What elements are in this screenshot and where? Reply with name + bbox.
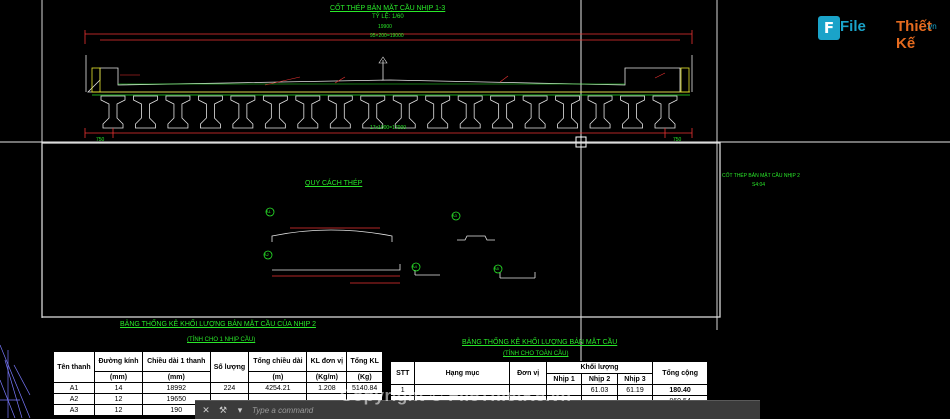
girder-group: [100, 95, 678, 129]
table-right-title: BẢNG THỐNG KÊ KHỐI LƯỢNG BẢN MẶT CẦU: [462, 339, 618, 346]
cell: 61.19: [616, 384, 654, 396]
side-title: CỐT THÉP BẢN MẶT CẦU NHỊP 2: [722, 173, 800, 179]
cell: 61.03: [581, 384, 618, 396]
col-header: Nhịp 2: [581, 373, 618, 385]
table-right-subtitle: (TÍNH CHO TOÀN CẦU): [503, 351, 569, 357]
girder-section: [652, 95, 678, 129]
col-header: KL đơn vị: [306, 351, 348, 372]
col-header: Tổng KL: [346, 351, 383, 372]
unit-cell: (Kg/m): [306, 371, 348, 383]
unit-cell: (m): [248, 371, 308, 383]
logo-suffix: .vn: [926, 22, 937, 31]
col-header: Đường kính: [94, 351, 143, 372]
drawing-scale: TỶ LỆ: 1/60: [372, 14, 404, 20]
cell: A2: [53, 393, 95, 405]
command-bar[interactable]: ✕ ⚒ ▾ Type a command: [195, 400, 760, 419]
table-row: A1 14 18992 224 4254.21 1.208 5140.84: [53, 382, 383, 394]
unit-cell: (Kg): [346, 371, 383, 383]
wrench-icon[interactable]: ⚒: [218, 405, 228, 415]
girder-section: [230, 95, 256, 129]
rebar-callouts: [263, 207, 503, 274]
logo-text-part1: File: [840, 18, 866, 35]
col-header: Khối lượng: [545, 361, 654, 374]
cell: 180.40: [652, 384, 708, 396]
girder-section: [522, 95, 548, 129]
girder-section: [327, 95, 353, 129]
drawing-title: CỐT THÉP BẢN MẶT CẦU NHỊP 1-3: [330, 5, 446, 12]
girder-section: [262, 95, 288, 129]
cell: A3: [53, 404, 95, 416]
girder-section: [425, 95, 451, 129]
girder-section: [198, 95, 223, 129]
chevron-down-icon[interactable]: ▾: [237, 405, 243, 415]
girder-section: [555, 95, 580, 129]
truss-fragment: [0, 344, 31, 418]
col-header: Đơn vị: [509, 361, 547, 385]
table-left-header-row: Tên thanh Đường kính Chiều dài 1 thanh S…: [53, 351, 383, 383]
col-header: STT: [389, 361, 416, 385]
rebar-label: A4: [412, 264, 417, 269]
cell: 224: [209, 382, 250, 394]
col-header: Tổng cộng: [652, 361, 708, 385]
dim-total: 19900: [378, 24, 392, 30]
col-header: Số lượng: [209, 351, 250, 383]
girder-section: [360, 95, 386, 129]
table-left-subtitle: (TÍNH CHO 1 NHỊP CẦU): [187, 337, 256, 343]
watermark-text: Copyright © FileThietKe.vn: [340, 386, 572, 405]
girder-section: [295, 95, 321, 129]
girder-section: [457, 95, 483, 129]
site-logo: F File Thiết Kế .vn: [818, 10, 937, 52]
girder-section: [620, 95, 645, 129]
command-input[interactable]: Type a command: [252, 405, 314, 415]
cell: 12: [94, 404, 143, 416]
unit-cell: (mm): [141, 371, 211, 383]
logo-text-part2: Thiết Kế: [896, 18, 932, 52]
cell: A1: [53, 382, 95, 394]
rebar-shapes: [271, 227, 536, 284]
table-right-subheader-row: Nhịp 1 Nhịp 2 Nhịp 3: [391, 373, 708, 385]
col-header: Nhịp 3: [616, 373, 654, 385]
dim-sub: 95×200=19000: [370, 33, 404, 39]
girder-section: [133, 95, 158, 129]
rebar-label: A2: [264, 252, 269, 257]
rebar-title: QUY CÁCH THÉP: [305, 180, 363, 187]
girder-section: [392, 95, 418, 129]
girder-section: [100, 95, 126, 129]
logo-mark-icon: F: [818, 16, 840, 40]
girder-section: [587, 95, 613, 129]
viewport-frame[interactable]: [41, 142, 721, 318]
unit-cell: (mm): [94, 371, 143, 383]
col-header: Tên thanh: [53, 351, 95, 383]
cell: 4254.21: [248, 382, 308, 394]
dim-left: 750: [96, 137, 105, 143]
rebar-label: A5: [494, 266, 499, 271]
crosshair-pickbox: [575, 136, 587, 148]
col-header: Nhịp 1: [545, 373, 583, 385]
col-header: Hạng mục: [414, 361, 511, 385]
rebar-label: A3: [452, 213, 457, 218]
close-icon[interactable]: ✕: [202, 405, 210, 415]
cell: 18992: [141, 382, 211, 394]
dim-bottom: 17x1000=17000: [370, 125, 407, 131]
table-left-title: BẢNG THỐNG KÊ KHỐI LƯỢNG BẢN MẶT CẦU CỦA…: [120, 321, 316, 328]
cell: 12: [94, 393, 143, 405]
rebar-label: A1: [266, 209, 271, 214]
dim-right: 750: [673, 137, 682, 143]
girder-section: [490, 95, 516, 129]
side-scale: S4:04: [752, 182, 766, 188]
col-header: Tổng chiều dài: [248, 351, 308, 372]
table-right-header-row: STT Hạng mục Đơn vị Khối lượng Tổng cộng: [389, 361, 708, 385]
girder-section: [165, 95, 191, 129]
col-header: Chiều dài 1 thanh: [141, 351, 211, 372]
cell: 14: [94, 382, 143, 394]
